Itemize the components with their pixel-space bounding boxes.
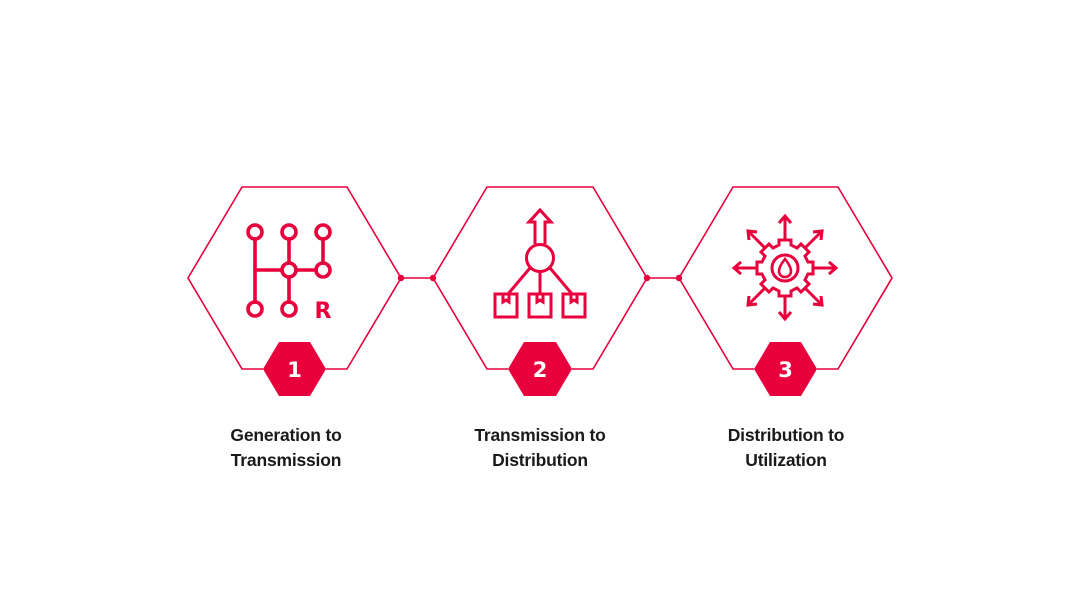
reverse-gear-letter: R bbox=[315, 299, 332, 324]
step-1-label: Generation to Transmission bbox=[176, 423, 396, 473]
connector-dot bbox=[643, 274, 651, 282]
step-3-number: 3 bbox=[778, 358, 793, 382]
step-2-badge: 2 bbox=[508, 342, 572, 396]
gear-drop-arrows-icon bbox=[731, 213, 839, 322]
step-2-label: Transmission to Distribution bbox=[430, 423, 650, 473]
step-3-label-line1: Distribution to bbox=[727, 425, 845, 445]
connector-dot bbox=[675, 274, 683, 282]
connector-dot bbox=[429, 274, 437, 282]
step-2-label-line1: Transmission to bbox=[474, 425, 606, 445]
step-2-hexagon bbox=[432, 186, 648, 370]
step-1-label-line2: Transmission bbox=[230, 450, 342, 470]
step-3-label-line2: Utilization bbox=[745, 450, 827, 470]
step-3-label: Distribution to Utilization bbox=[676, 423, 896, 473]
step-1-number: 1 bbox=[287, 358, 302, 382]
distribution-hub-icon bbox=[493, 207, 587, 319]
step-1-label-line1: Generation to bbox=[230, 425, 342, 445]
step-3-badge: 3 bbox=[754, 342, 817, 396]
step-1-badge: 1 bbox=[263, 342, 326, 396]
gear-shifter-icon bbox=[246, 223, 332, 318]
connector-dot bbox=[397, 274, 405, 282]
step-3-hexagon bbox=[678, 186, 893, 370]
step-2-label-line2: Distribution bbox=[492, 450, 588, 470]
step-1-hexagon bbox=[187, 186, 402, 370]
step-2-number: 2 bbox=[533, 358, 548, 382]
